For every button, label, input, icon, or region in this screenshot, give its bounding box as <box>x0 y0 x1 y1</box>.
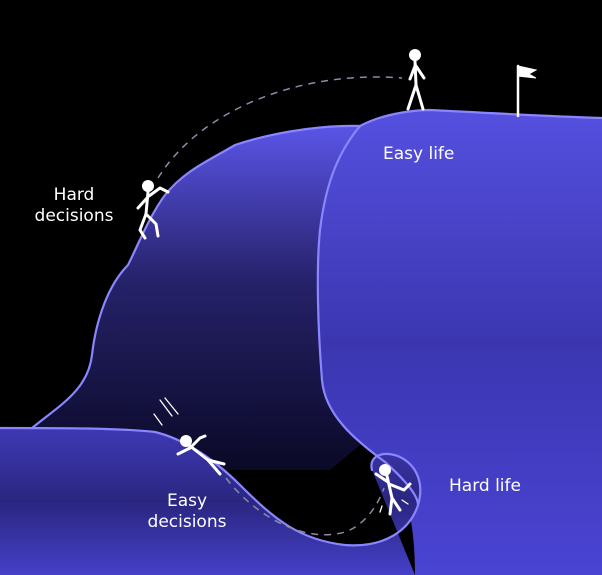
label-easy-life: Easy life <box>383 144 455 164</box>
stick-figure-climbing <box>136 180 170 240</box>
stick-figure-struggling <box>374 464 412 516</box>
decision-paths <box>157 76 403 536</box>
hard-decisions-hill <box>30 125 360 470</box>
label-hard-life: Hard life <box>449 476 521 496</box>
dashed-path-hard-to-easy <box>157 76 403 179</box>
stick-figure-sliding <box>153 397 226 476</box>
flag-icon <box>516 64 538 118</box>
label-hard-decisions: Hard decisions <box>34 185 114 226</box>
stick-figure-walking <box>406 49 426 111</box>
dashed-path-easy-to-hard <box>225 477 385 536</box>
label-easy-decisions: Easy decisions <box>147 491 227 532</box>
easy-life-plateau <box>317 110 602 575</box>
hard-life-valley <box>0 428 421 575</box>
